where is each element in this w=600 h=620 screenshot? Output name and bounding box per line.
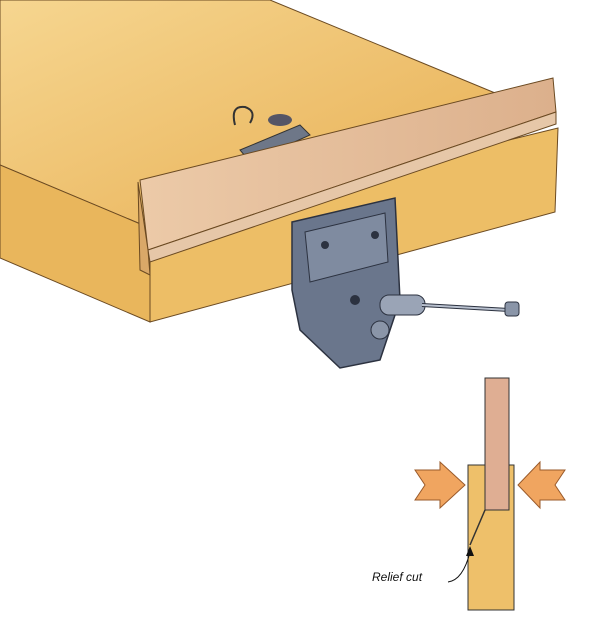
detail-section — [414, 377, 566, 611]
vise — [291, 197, 520, 369]
board-section — [484, 377, 510, 511]
left-arrow-icon — [414, 460, 466, 510]
right-arrow-icon — [517, 460, 566, 510]
relief-cut-label: Relief cut — [372, 570, 423, 584]
workpiece-board-lower — [147, 111, 557, 263]
leader-line — [447, 551, 471, 583]
relief-cut-line — [469, 509, 486, 546]
